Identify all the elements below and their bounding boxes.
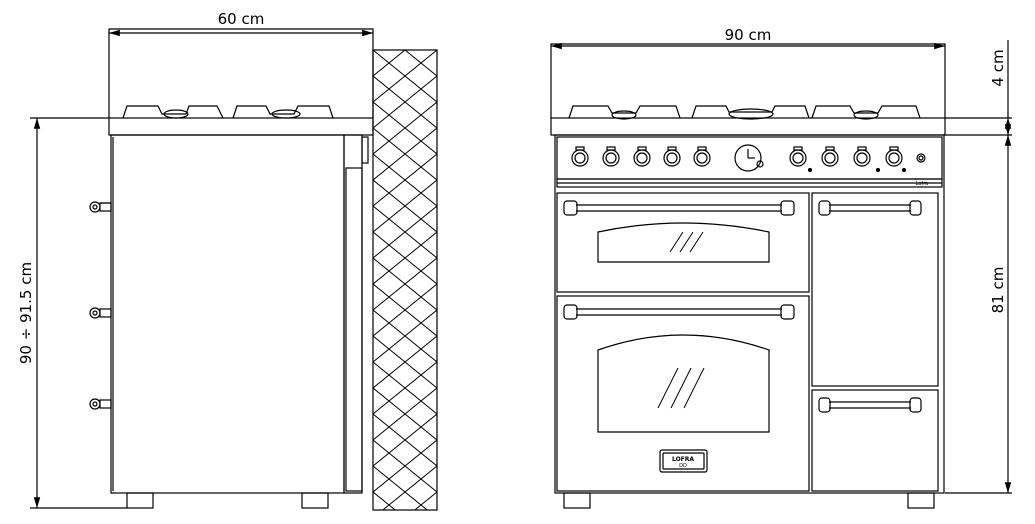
indicator-light — [916, 153, 926, 163]
body-height-label: 81 cm — [989, 267, 1007, 314]
upper-window-glare — [669, 231, 704, 253]
side-burner-left — [163, 109, 189, 119]
knob-1[interactable] — [571, 146, 589, 167]
side-rear-panel — [343, 134, 363, 494]
side-depth-label: 60 cm — [218, 10, 265, 28]
side-knob-1 — [89, 201, 112, 213]
clock-icon[interactable] — [734, 144, 764, 172]
front-foot-left — [563, 492, 591, 509]
front-burner-1 — [611, 110, 637, 120]
side-vent — [361, 136, 369, 164]
side-body — [110, 134, 345, 494]
side-rear-strip — [345, 167, 363, 492]
side-foot-right — [301, 492, 329, 509]
side-depth-extension — [108, 28, 374, 118]
main-oven-handle[interactable] — [563, 304, 795, 320]
front-grate-1 — [568, 105, 681, 119]
knob-5[interactable] — [693, 146, 711, 167]
side-oven-handle[interactable] — [818, 200, 922, 216]
storage-drawer — [811, 389, 939, 492]
main-oven-window — [597, 334, 770, 433]
knob-6[interactable] — [789, 146, 807, 167]
side-knob-2 — [89, 307, 112, 319]
knob-8[interactable] — [853, 146, 871, 167]
side-grate-right — [232, 105, 334, 119]
side-worktop — [108, 117, 374, 136]
panel-dot-1 — [807, 167, 813, 173]
front-worktop — [550, 117, 946, 136]
front-body — [554, 134, 945, 494]
front-width-label: 90 cm — [725, 26, 772, 44]
side-burner-right — [271, 109, 301, 119]
brand-badge-line1: LOFRA — [672, 456, 694, 463]
front-grate-3 — [811, 105, 921, 119]
side-foot-left — [126, 492, 154, 509]
side-height-label: 90 ÷ 91.5 cm — [17, 262, 35, 364]
upper-oven-door — [556, 192, 810, 293]
front-width-extension — [550, 43, 946, 118]
panel-dot-3 — [901, 167, 907, 173]
top-thickness-label: 4 cm — [989, 49, 1007, 86]
panel-brand-text: Lofra — [916, 181, 929, 187]
upper-oven-window — [597, 222, 770, 263]
side-grate-left — [122, 105, 224, 119]
knob-9[interactable] — [885, 146, 903, 167]
front-view — [550, 40, 1012, 509]
front-burner-3 — [853, 110, 879, 120]
side-view — [30, 28, 438, 511]
main-oven-door — [556, 295, 810, 492]
front-foot-right — [907, 492, 935, 509]
drawer-handle[interactable] — [818, 397, 922, 413]
panel-dot-2 — [875, 167, 881, 173]
knob-3[interactable] — [633, 146, 651, 167]
brand-badge-line2: DD — [679, 463, 687, 469]
side-knob-3 — [89, 398, 112, 410]
brand-badge — [659, 449, 708, 473]
front-burner-2 — [728, 108, 774, 120]
main-window-glare — [657, 367, 705, 409]
side-oven-door — [811, 192, 939, 387]
knob-7[interactable] — [821, 146, 839, 167]
wall-hatch — [372, 49, 438, 511]
upper-oven-handle[interactable] — [563, 200, 795, 216]
front-grate-2 — [691, 105, 810, 119]
knob-2[interactable] — [602, 146, 620, 167]
knob-4[interactable] — [663, 146, 681, 167]
